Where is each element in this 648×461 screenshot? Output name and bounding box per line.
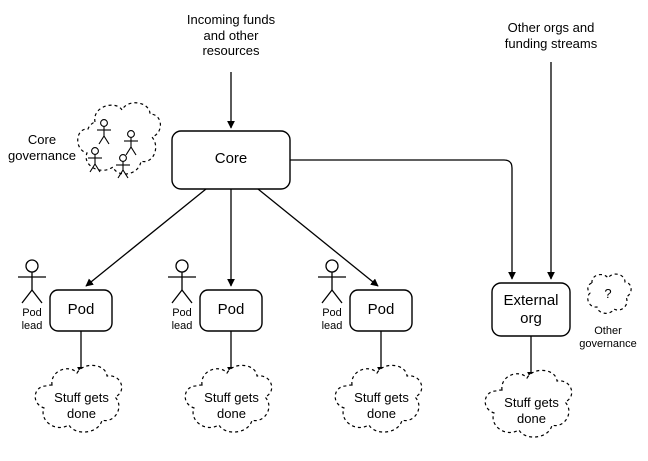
edge-core-to-pod-1 [85,188,207,287]
node-pod-1[interactable] [49,289,113,332]
node-pod-2[interactable] [199,289,263,332]
governance-person-1 [97,119,111,145]
edge-core-to-pod-3 [257,188,379,287]
cloud-stuff-gets-done-3 [334,364,423,433]
node-pod-3[interactable] [349,289,413,332]
core-governance-cloud [77,102,161,179]
edge-core-to-external-org [290,159,516,280]
pod-lead-figure-2 [168,259,196,304]
node-core[interactable] [171,130,291,190]
cloud-stuff-gets-done-1 [34,364,123,433]
cloud-stuff-gets-done-4 [484,369,573,438]
pod-lead-figure-1 [18,259,46,304]
governance-person-4 [116,154,130,179]
node-external-org[interactable] [491,282,571,337]
governance-person-2 [124,130,138,156]
governance-person-3 [88,147,102,173]
cloud-stuff-gets-done-2 [184,364,273,433]
other-governance-cloud [587,273,632,314]
pod-lead-figure-3 [318,259,346,304]
